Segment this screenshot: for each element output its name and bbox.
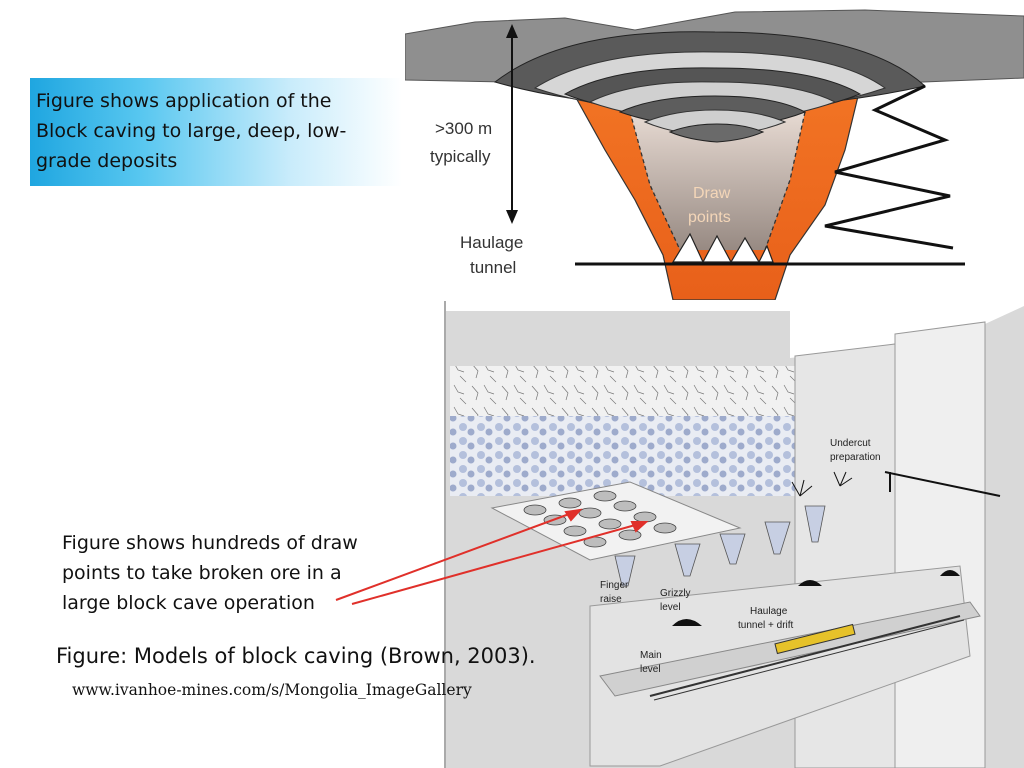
bottom-callout-line: Figure shows hundreds of draw <box>62 532 358 554</box>
haulage-drift-label-line2: tunnel + drift <box>738 620 794 631</box>
undercut-label-line1: Undercut <box>830 438 871 449</box>
main-level-portal <box>672 619 702 626</box>
main-level-label-line1: Main <box>640 650 662 661</box>
lower-level-block <box>589 565 971 767</box>
grizzly-level-label-line2: level <box>660 602 681 613</box>
top-callout-line: grade deposits <box>36 150 178 172</box>
depth-label-line2: typically <box>430 147 491 166</box>
top-callout-box: Figure shows application of the Block ca… <box>30 78 402 186</box>
bottom-callout-box: Figure shows hundreds of draw points to … <box>44 526 428 624</box>
depth-label-line1: >300 m <box>435 119 492 138</box>
draw-point-cones <box>671 232 774 264</box>
haulage-portal-right <box>940 570 960 576</box>
draw-points-label-line1: Draw <box>693 185 731 202</box>
subsidence-zigzag <box>824 84 954 250</box>
grizzly-level-label-line1: Grizzly <box>660 588 691 599</box>
top-callout-line: Figure shows application of the <box>36 90 332 112</box>
haulage-drift-label-line1: Haulage <box>750 606 788 617</box>
haulage-label-line2: tunnel <box>470 258 516 277</box>
figure-caption: Figure: Models of block caving (Brown, 2… <box>56 644 536 668</box>
finger-raise-label-line2: raise <box>600 594 622 605</box>
haulage-portal-left <box>798 580 822 586</box>
bottom-callout-line: points to take broken ore in a <box>62 562 342 584</box>
finger-raise-label-line1: Finger <box>600 580 629 591</box>
pit-terraces <box>493 31 927 143</box>
caved-zone <box>630 112 805 250</box>
cave-cross-section-diagram: >300 m typically Draw points Haulage tun… <box>405 9 1024 300</box>
main-level-label-line2: level <box>640 664 661 675</box>
undercut-blast-marks <box>791 471 853 497</box>
top-callout-line: Block caving to large, deep, low- <box>36 120 347 142</box>
depth-arrow <box>506 24 518 224</box>
ore-train <box>774 623 856 655</box>
bottom-callout-line: large block cave operation <box>62 592 315 614</box>
block-cave-3d-diagram: Undercut preparation Finger raise Grizzl… <box>444 301 1024 768</box>
undercut-label-line2: preparation <box>830 452 881 463</box>
haulage-label-line1: Haulage <box>460 233 523 252</box>
caved-ore-blocks <box>450 416 795 496</box>
rail-track <box>649 615 961 697</box>
draw-points-label-line2: points <box>688 209 731 226</box>
draw-funnels <box>614 505 826 587</box>
source-url: www.ivanhoe-mines.com/s/Mongolia_ImageGa… <box>72 681 472 699</box>
